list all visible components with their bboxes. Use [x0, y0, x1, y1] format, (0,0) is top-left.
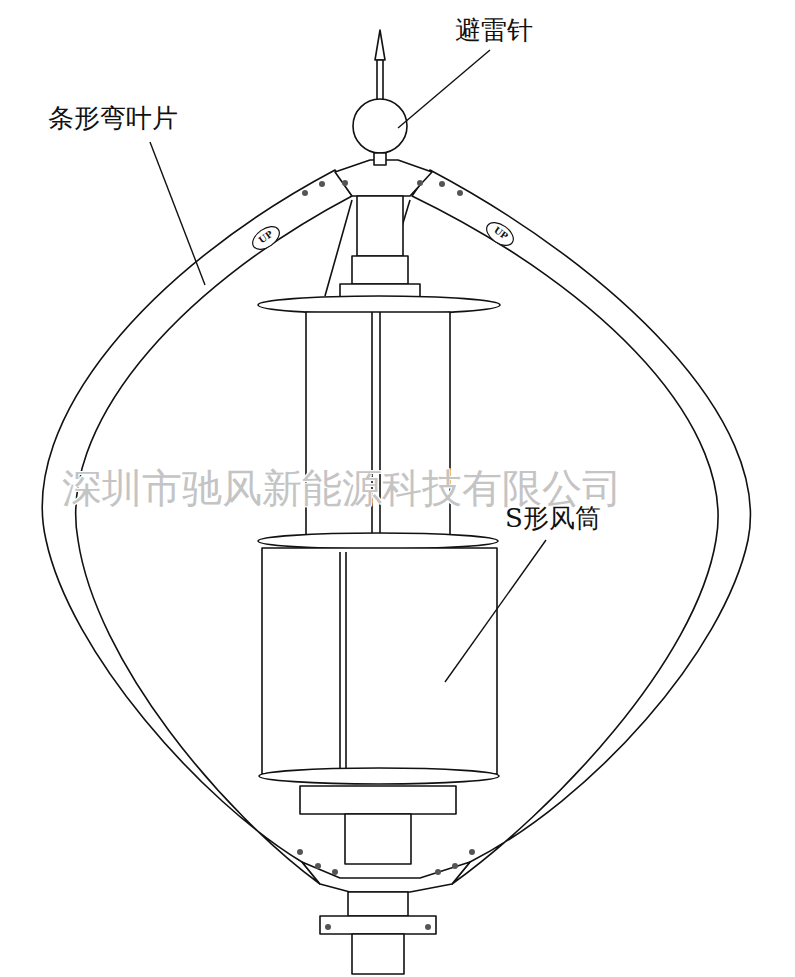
upper-cylinder	[306, 312, 450, 548]
shaft	[357, 196, 403, 256]
mast	[352, 934, 404, 974]
cylinder-divider	[345, 552, 347, 774]
leader-line	[445, 540, 546, 682]
lightning-ball	[353, 99, 407, 153]
rod	[377, 60, 383, 100]
mast	[348, 892, 408, 916]
leader-line	[150, 142, 205, 285]
cylinder-divider	[379, 312, 381, 548]
leader-line	[398, 50, 490, 128]
cylinder-divider	[339, 552, 341, 774]
lower-shaft	[345, 814, 411, 864]
bottom-hub	[302, 862, 470, 892]
bolts	[297, 180, 475, 930]
cylinder-divider	[371, 312, 373, 548]
mast-flange	[320, 916, 436, 934]
part-label: S形风筒	[505, 504, 601, 533]
badge	[483, 218, 518, 250]
rod-tip	[375, 30, 385, 60]
badge	[249, 222, 284, 254]
part-label: 避雷针	[455, 16, 533, 45]
lower-cylinder	[262, 548, 497, 774]
part-label: 条形弯叶片	[48, 104, 178, 133]
shaft-collar	[352, 256, 408, 284]
generator	[300, 786, 456, 814]
middle-disk	[258, 533, 498, 549]
rod-base	[374, 153, 386, 165]
bottom-disk	[259, 768, 499, 784]
strut	[325, 200, 352, 296]
